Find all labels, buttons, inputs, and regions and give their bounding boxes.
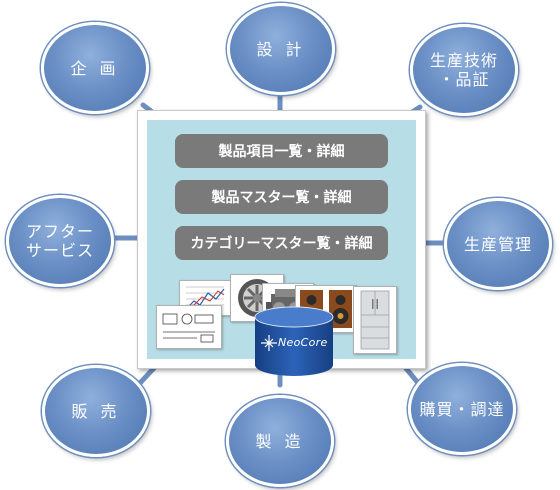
refrigerator-icon — [353, 286, 397, 354]
bubble-planning: 企 画 — [41, 22, 149, 114]
bubble-sales: 販 売 — [42, 365, 150, 457]
bubble-production-management: 生産管理 — [444, 198, 552, 290]
pill-product-master: 製品マスター覧・詳細 — [175, 180, 388, 214]
bubble-manufacturing: 製 造 — [226, 395, 334, 487]
center-panel: 製品項目一覧・詳細 製品マスター覧・詳細 カテゴリーマスター覧・詳細 — [147, 120, 416, 376]
neocore-logo-text: NeoCore — [278, 336, 328, 349]
bubble-procurement: 購買・調達 — [408, 363, 516, 455]
database-icon: NeoCore — [251, 305, 337, 378]
pill-product-items: 製品項目一覧・詳細 — [175, 134, 388, 168]
bubble-design: 設 計 — [227, 3, 335, 95]
bubble-production-engineering: 生産技術 ・品証 — [410, 24, 518, 116]
schematic-doc-icon — [156, 305, 222, 349]
bubble-after-service: アフター サービス — [6, 195, 114, 287]
neocore-logo-mark — [261, 335, 277, 351]
pill-category-master: カテゴリーマスター覧・詳細 — [175, 226, 388, 260]
center-system-frame: 製品項目一覧・詳細 製品マスター覧・詳細 カテゴリーマスター覧・詳細 — [137, 110, 426, 376]
